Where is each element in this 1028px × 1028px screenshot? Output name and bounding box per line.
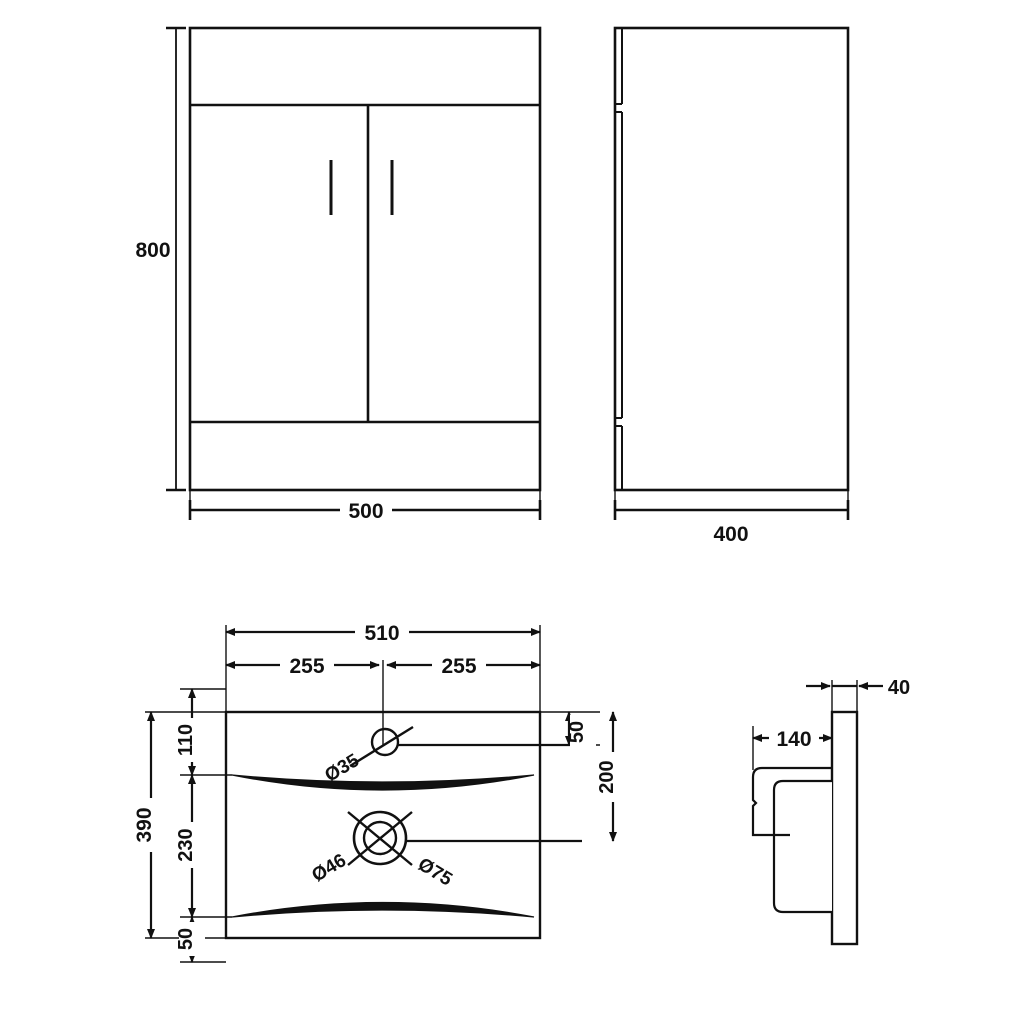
basin-side-bowl-body xyxy=(772,779,832,914)
basin-lower-rim-sliver xyxy=(231,901,535,918)
dim-200-label: 200 xyxy=(596,760,618,793)
basin-side-slab xyxy=(830,710,859,946)
dim-110-label: 110 xyxy=(175,724,197,756)
dim-500-label-bg xyxy=(340,497,392,523)
dim-230-label: 230 xyxy=(175,828,197,861)
dim-50-right-label-bg xyxy=(570,715,596,749)
dim-50-left-label-bg xyxy=(179,922,205,956)
dim-390-label: 390 xyxy=(133,807,156,842)
dim-50-left-label: 50 xyxy=(175,928,197,950)
cabinet-side-view: 400 xyxy=(613,26,850,547)
tap-hole-leader-diagonal xyxy=(349,725,414,768)
dim-800-label: 800 xyxy=(135,239,170,262)
dim-510-label: 510 xyxy=(364,622,399,645)
waste-leader-diag-b xyxy=(347,811,413,866)
dim-255-right-label: 255 xyxy=(441,655,476,678)
dim-400-label-bg xyxy=(703,521,759,547)
basin-side-overflow-lip xyxy=(751,766,832,837)
dim-140-label-bg xyxy=(769,726,819,752)
basin-upper-rim-sliver xyxy=(231,774,535,791)
dim-400-label: 400 xyxy=(713,523,748,546)
dim-390-label-bg xyxy=(138,798,164,852)
basin-plan-view: Ø35 Ø46 Ø75 510 255 255 390 110 xyxy=(133,620,626,963)
basin-side-view: 40 140 xyxy=(751,677,910,946)
dim-255-left-label-bg xyxy=(280,653,334,679)
dim-140-label: 140 xyxy=(776,728,811,751)
dim-230-label-bg xyxy=(179,822,205,868)
cabinet-side-outline xyxy=(613,26,850,492)
dim-255-left-label: 255 xyxy=(289,655,324,678)
cabinet-front-view: 800 500 xyxy=(131,26,542,523)
dim-255-right-label-bg xyxy=(432,653,486,679)
dim-200-label-bg xyxy=(600,752,626,802)
dim-800-label-bg xyxy=(131,236,175,264)
dim-510-label-bg xyxy=(355,620,409,646)
dim-500-label: 500 xyxy=(348,500,383,523)
dim-110-label-bg xyxy=(179,718,205,762)
dim-40-label: 40 xyxy=(888,677,910,699)
dim-50-right-label: 50 xyxy=(566,721,588,743)
